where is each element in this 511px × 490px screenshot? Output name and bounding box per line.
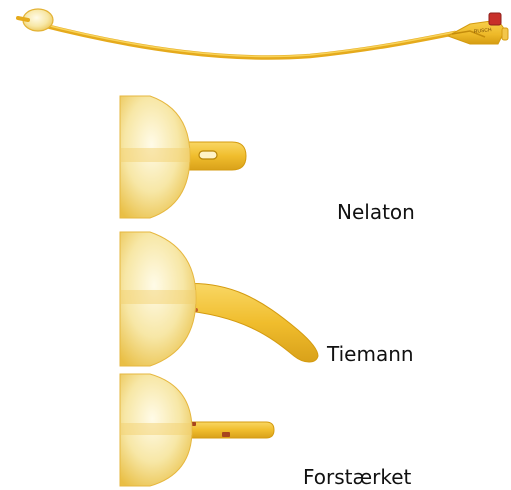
label-tiemann: Tiemann bbox=[327, 342, 414, 366]
nelaton-tip bbox=[120, 96, 246, 218]
tiemann-shaft bbox=[180, 283, 318, 362]
tiemann-tip bbox=[120, 232, 318, 366]
catheter-tube bbox=[38, 24, 455, 58]
full-catheter: RUSCH bbox=[18, 9, 508, 58]
label-nelaton: Nelaton bbox=[337, 200, 415, 224]
forstaerket-tip bbox=[120, 374, 274, 486]
valve-cap bbox=[489, 13, 501, 25]
label-forstaerket: Forstærket bbox=[303, 465, 411, 489]
nelaton-eyelet bbox=[199, 151, 217, 159]
